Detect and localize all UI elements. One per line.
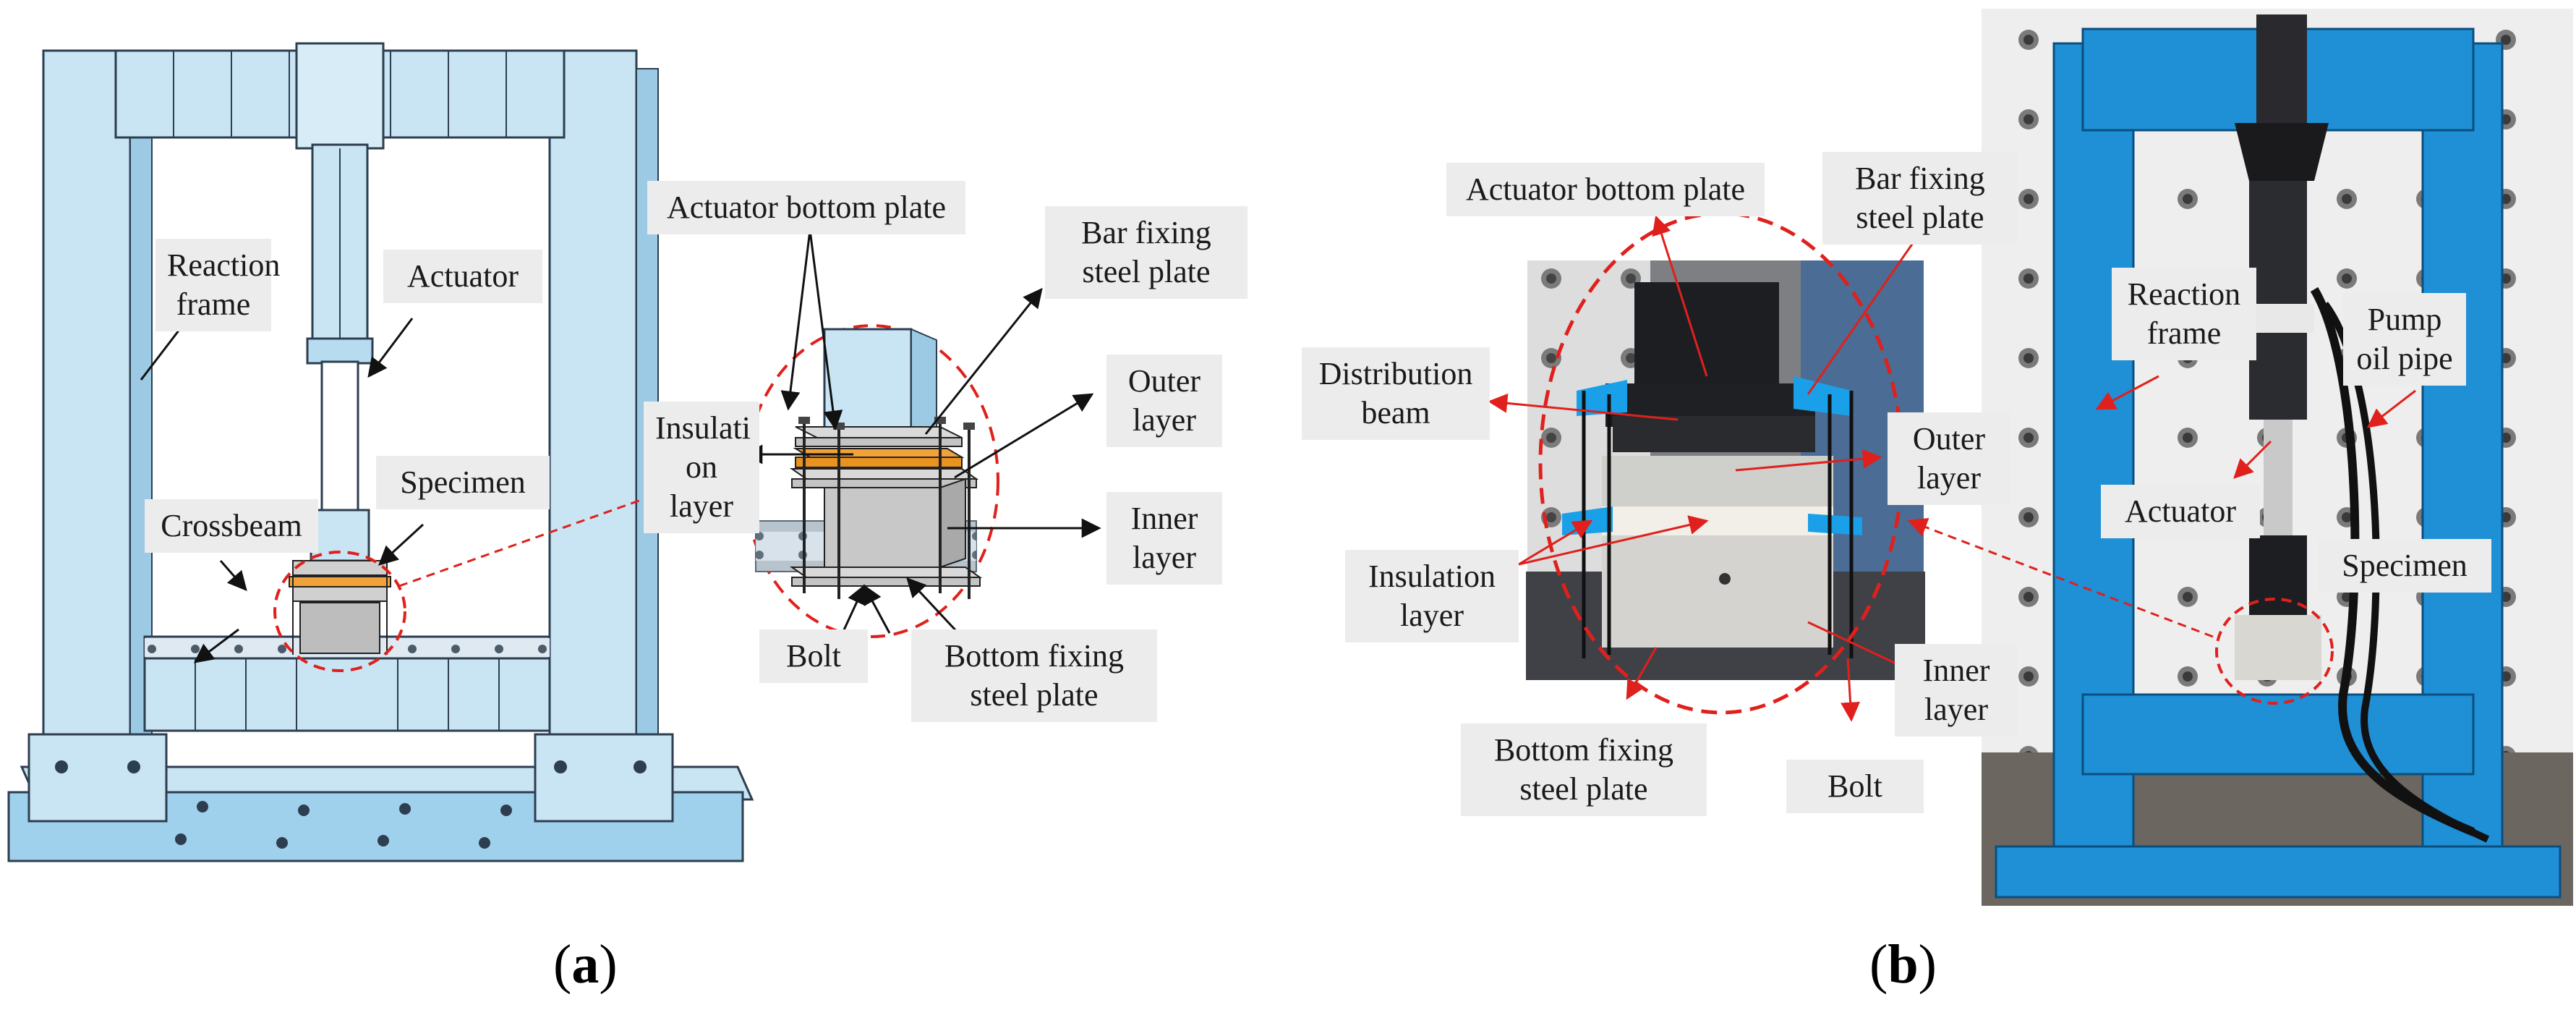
label-a-actuator-bottom-plate: Actuator bottom plate	[647, 181, 965, 234]
label-a-inner-layer: Inner layer	[1106, 492, 1222, 585]
callout-circle-small-a	[273, 551, 406, 672]
panel-a-detail	[743, 324, 999, 638]
panel-b-photo-closeup	[1526, 211, 1925, 715]
label-b-bar-fixing-steel-plate: Bar fixing steel plate	[1822, 152, 2018, 245]
label-b-inner-layer: Inner layer	[1895, 644, 2018, 737]
label-b-reaction-frame: Reaction frame	[2112, 268, 2256, 360]
label-a-outer-layer: Outer layer	[1106, 355, 1222, 447]
rig-base	[1995, 845, 2562, 899]
label-b-bolt: Bolt	[1786, 760, 1924, 813]
label-a-actuator: Actuator	[383, 250, 542, 303]
closeup-bolts	[1582, 391, 1854, 658]
label-b-actuator-bottom-plate: Actuator bottom plate	[1446, 163, 1765, 216]
detail-inner-layer	[824, 487, 941, 568]
specimen-a	[299, 602, 380, 654]
label-b-outer-layer: Outer layer	[1888, 412, 2010, 505]
label-a-specimen: Specimen	[376, 456, 550, 509]
label-a-bottom-fixing-steel-plate: Bottom fixing steel plate	[911, 629, 1157, 722]
rig-crossbeam	[2081, 693, 2475, 776]
label-b-pump-oil-pipe: Pump oil pipe	[2343, 293, 2466, 386]
rig-pump-oil-pipe	[2310, 287, 2475, 836]
label-b-distribution-beam: Distribution beam	[1302, 347, 1490, 440]
label-a-insulation-layer: Insulati on layer	[644, 402, 759, 533]
label-b-specimen: Specimen	[2318, 539, 2491, 593]
closeup-inner-layer	[1602, 535, 1833, 648]
caption-b: (b)	[1869, 934, 1937, 995]
right-column	[548, 49, 638, 761]
label-b-bottom-fixing-steel-plate: Bottom fixing steel plate	[1461, 723, 1707, 816]
label-a-reaction-frame: Reaction frame	[155, 239, 280, 331]
closeup-insulation-layer	[1602, 506, 1833, 535]
label-a-bolt: Bolt	[759, 629, 868, 683]
left-column-foot	[27, 733, 168, 823]
callout-circle-rig-b	[2215, 598, 2334, 705]
detail-bolts	[803, 421, 971, 599]
left-column	[42, 49, 132, 761]
panel-a-drawing	[7, 42, 754, 862]
closeup-outer-layer	[1602, 456, 1833, 506]
label-b-insulation-layer: Insulation layer	[1345, 550, 1519, 642]
detail-bar-fixing-plate	[795, 426, 963, 438]
closeup-distribution-beam	[1613, 416, 1815, 452]
callout-connector-b	[1907, 518, 2214, 638]
rig-specimen	[2235, 615, 2321, 680]
label-b-actuator: Actuator	[2101, 485, 2260, 538]
detail-bottom-fixing-plate	[789, 566, 983, 578]
actuator-mount	[295, 42, 385, 150]
actuator-rod	[320, 360, 359, 515]
base-bolt-holes	[175, 801, 512, 849]
panel-a-leader-arrows	[140, 229, 1101, 663]
label-a-bar-fixing-steel-plate: Bar fixing steel plate	[1045, 206, 1248, 299]
detail-actuator-bottom-plate	[823, 328, 913, 439]
detail-insulation-layer	[793, 448, 965, 458]
caption-a: (a)	[553, 934, 618, 995]
detail-outer-layer	[789, 468, 979, 480]
right-column-foot	[534, 733, 674, 823]
rig-actuator	[2249, 181, 2307, 420]
panel-b-photo-rig	[1982, 9, 2573, 906]
label-a-crossbeam: Crossbeam	[145, 499, 318, 553]
